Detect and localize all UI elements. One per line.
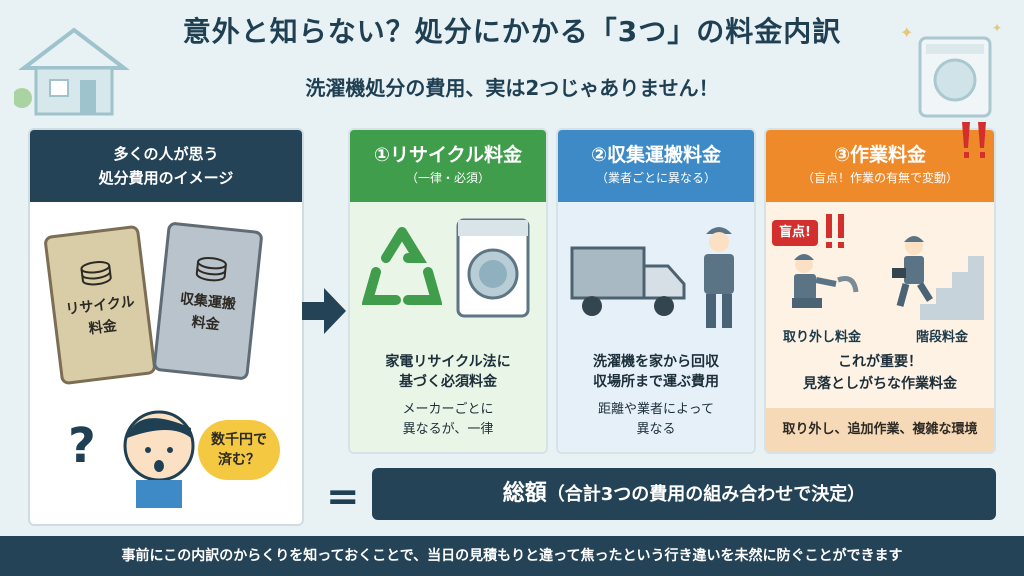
- work-fee-desc-line2: 見落としがちな作業料金: [803, 376, 957, 392]
- recycle-fee-subtitle: （一律・必須）: [405, 171, 490, 185]
- truck-icon: [570, 246, 686, 316]
- recycle-fee-note-line2: 異なるが、一律: [402, 422, 494, 437]
- collection-fee-note-line2: 異なる: [636, 422, 676, 437]
- work-fee-desc-line1: これが重要！: [838, 354, 922, 370]
- collection-fee-subtitle: （業者ごとに異なる）: [595, 171, 716, 185]
- collection-fee-card: 収集運搬 料金: [152, 221, 264, 381]
- recycle-fee-header: ①リサイクル料金 （一律・必須）: [350, 130, 546, 202]
- svg-text:✦: ✦: [992, 21, 1002, 35]
- work-fee-footer: 取り外し、追加作業、複雑な環境: [766, 408, 994, 452]
- bubble-line1: 数千円で: [211, 432, 267, 448]
- blind-spot-badge: 盲点!: [772, 220, 818, 246]
- worker-icon: [704, 227, 734, 328]
- common-image-heading-line2: 処分費用のイメージ: [98, 169, 234, 187]
- recycle-fee-card: リサイクル 料金: [43, 224, 157, 386]
- total-label: 総額: [502, 481, 547, 506]
- recycle-fee-column: ①リサイクル料金 （一律・必須） 家電リサイクル法に 基づく必須料金 メーカーご…: [348, 128, 548, 454]
- washing-machine-icon: [456, 218, 530, 318]
- page-title: 意外と知らない？処分にかかる「3つ」の料金内訳: [182, 15, 842, 48]
- question-mark: ?: [68, 418, 96, 474]
- stairs-fee-label: 階段料金: [915, 330, 968, 345]
- stairs-worker-icon: [892, 236, 984, 320]
- common-image-heading-line1: 多くの人が思う: [113, 145, 219, 163]
- recycle-fee-note-line1: メーカーごとに: [402, 402, 494, 417]
- recycle-fee-desc-line1: 家電リサイクル法に: [385, 354, 511, 370]
- collection-fee-desc-line1: 洗濯機を家から回収: [593, 354, 719, 370]
- footer-message: 事前にこの内訳のからくりを知っておくことで、当日の見積もりと違って焦ったという行…: [0, 536, 1024, 576]
- common-image-heading: 多くの人が思う 処分費用のイメージ: [30, 130, 302, 202]
- coins-icon: [80, 261, 112, 286]
- removal-fee-label: 取り外し料金: [782, 330, 861, 345]
- kneeling-worker-icon: [792, 254, 859, 308]
- page-subtitle: 洗濯機処分の費用、実は2つじゃありません！: [305, 76, 719, 100]
- recycle-fee-desc-line2: 基づく必須料金: [399, 374, 497, 390]
- bubble-line2: 済む？: [218, 452, 260, 468]
- collection-fee-column: ②収集運搬料金 （業者ごとに異なる） 洗濯機を家から回収 収場所まで運ぶ費用 距…: [556, 128, 756, 454]
- collection-fee-title: ②収集運搬料金: [590, 144, 722, 166]
- work-fee-header: ③作業料金 （盲点！作業の有無で変動）: [766, 130, 994, 202]
- collection-fee-header: ②収集運搬料金 （業者ごとに異なる）: [558, 130, 754, 202]
- price-question-bubble: 数千円で 済む？: [198, 420, 280, 480]
- arrow-right-icon: [302, 288, 346, 334]
- washing-machine-icon: ✦ ✦: [900, 21, 1002, 118]
- svg-text:✦: ✦: [900, 23, 913, 42]
- total-explanation: （合計3つの費用の組み合わせで決定）: [546, 484, 866, 505]
- recycle-fee-title: ①リサイクル料金: [373, 144, 523, 166]
- total-amount-box: 総額（合計3つの費用の組み合わせで決定）: [372, 468, 996, 520]
- work-fee-subtitle: （盲点！作業の有無で変動）: [801, 171, 958, 185]
- work-fee-column: ③作業料金 （盲点！作業の有無で変動） 盲点! 取り外し料金 階段料金 これが重…: [764, 128, 996, 454]
- equals-sign: =: [326, 474, 360, 520]
- collection-fee-desc-line2: 収場所まで運ぶ費用: [593, 374, 719, 390]
- confused-person-icon: [123, 410, 195, 508]
- recycle-icon: [362, 227, 442, 305]
- exclamation-icon: [962, 122, 986, 158]
- recycle-fee-body: 家電リサイクル法に 基づく必須料金 メーカーごとに 異なるが、一律: [350, 202, 546, 452]
- house-icon: [14, 27, 130, 116]
- collection-fee-body: 洗濯機を家から回収 収場所まで運ぶ費用 距離や業者によって 異なる: [558, 202, 754, 452]
- coins-icon: [195, 257, 227, 282]
- work-fee-title: ③作業料金: [833, 144, 927, 166]
- exclamation-icon: [826, 214, 844, 248]
- collection-fee-note-line1: 距離や業者によって: [598, 402, 714, 417]
